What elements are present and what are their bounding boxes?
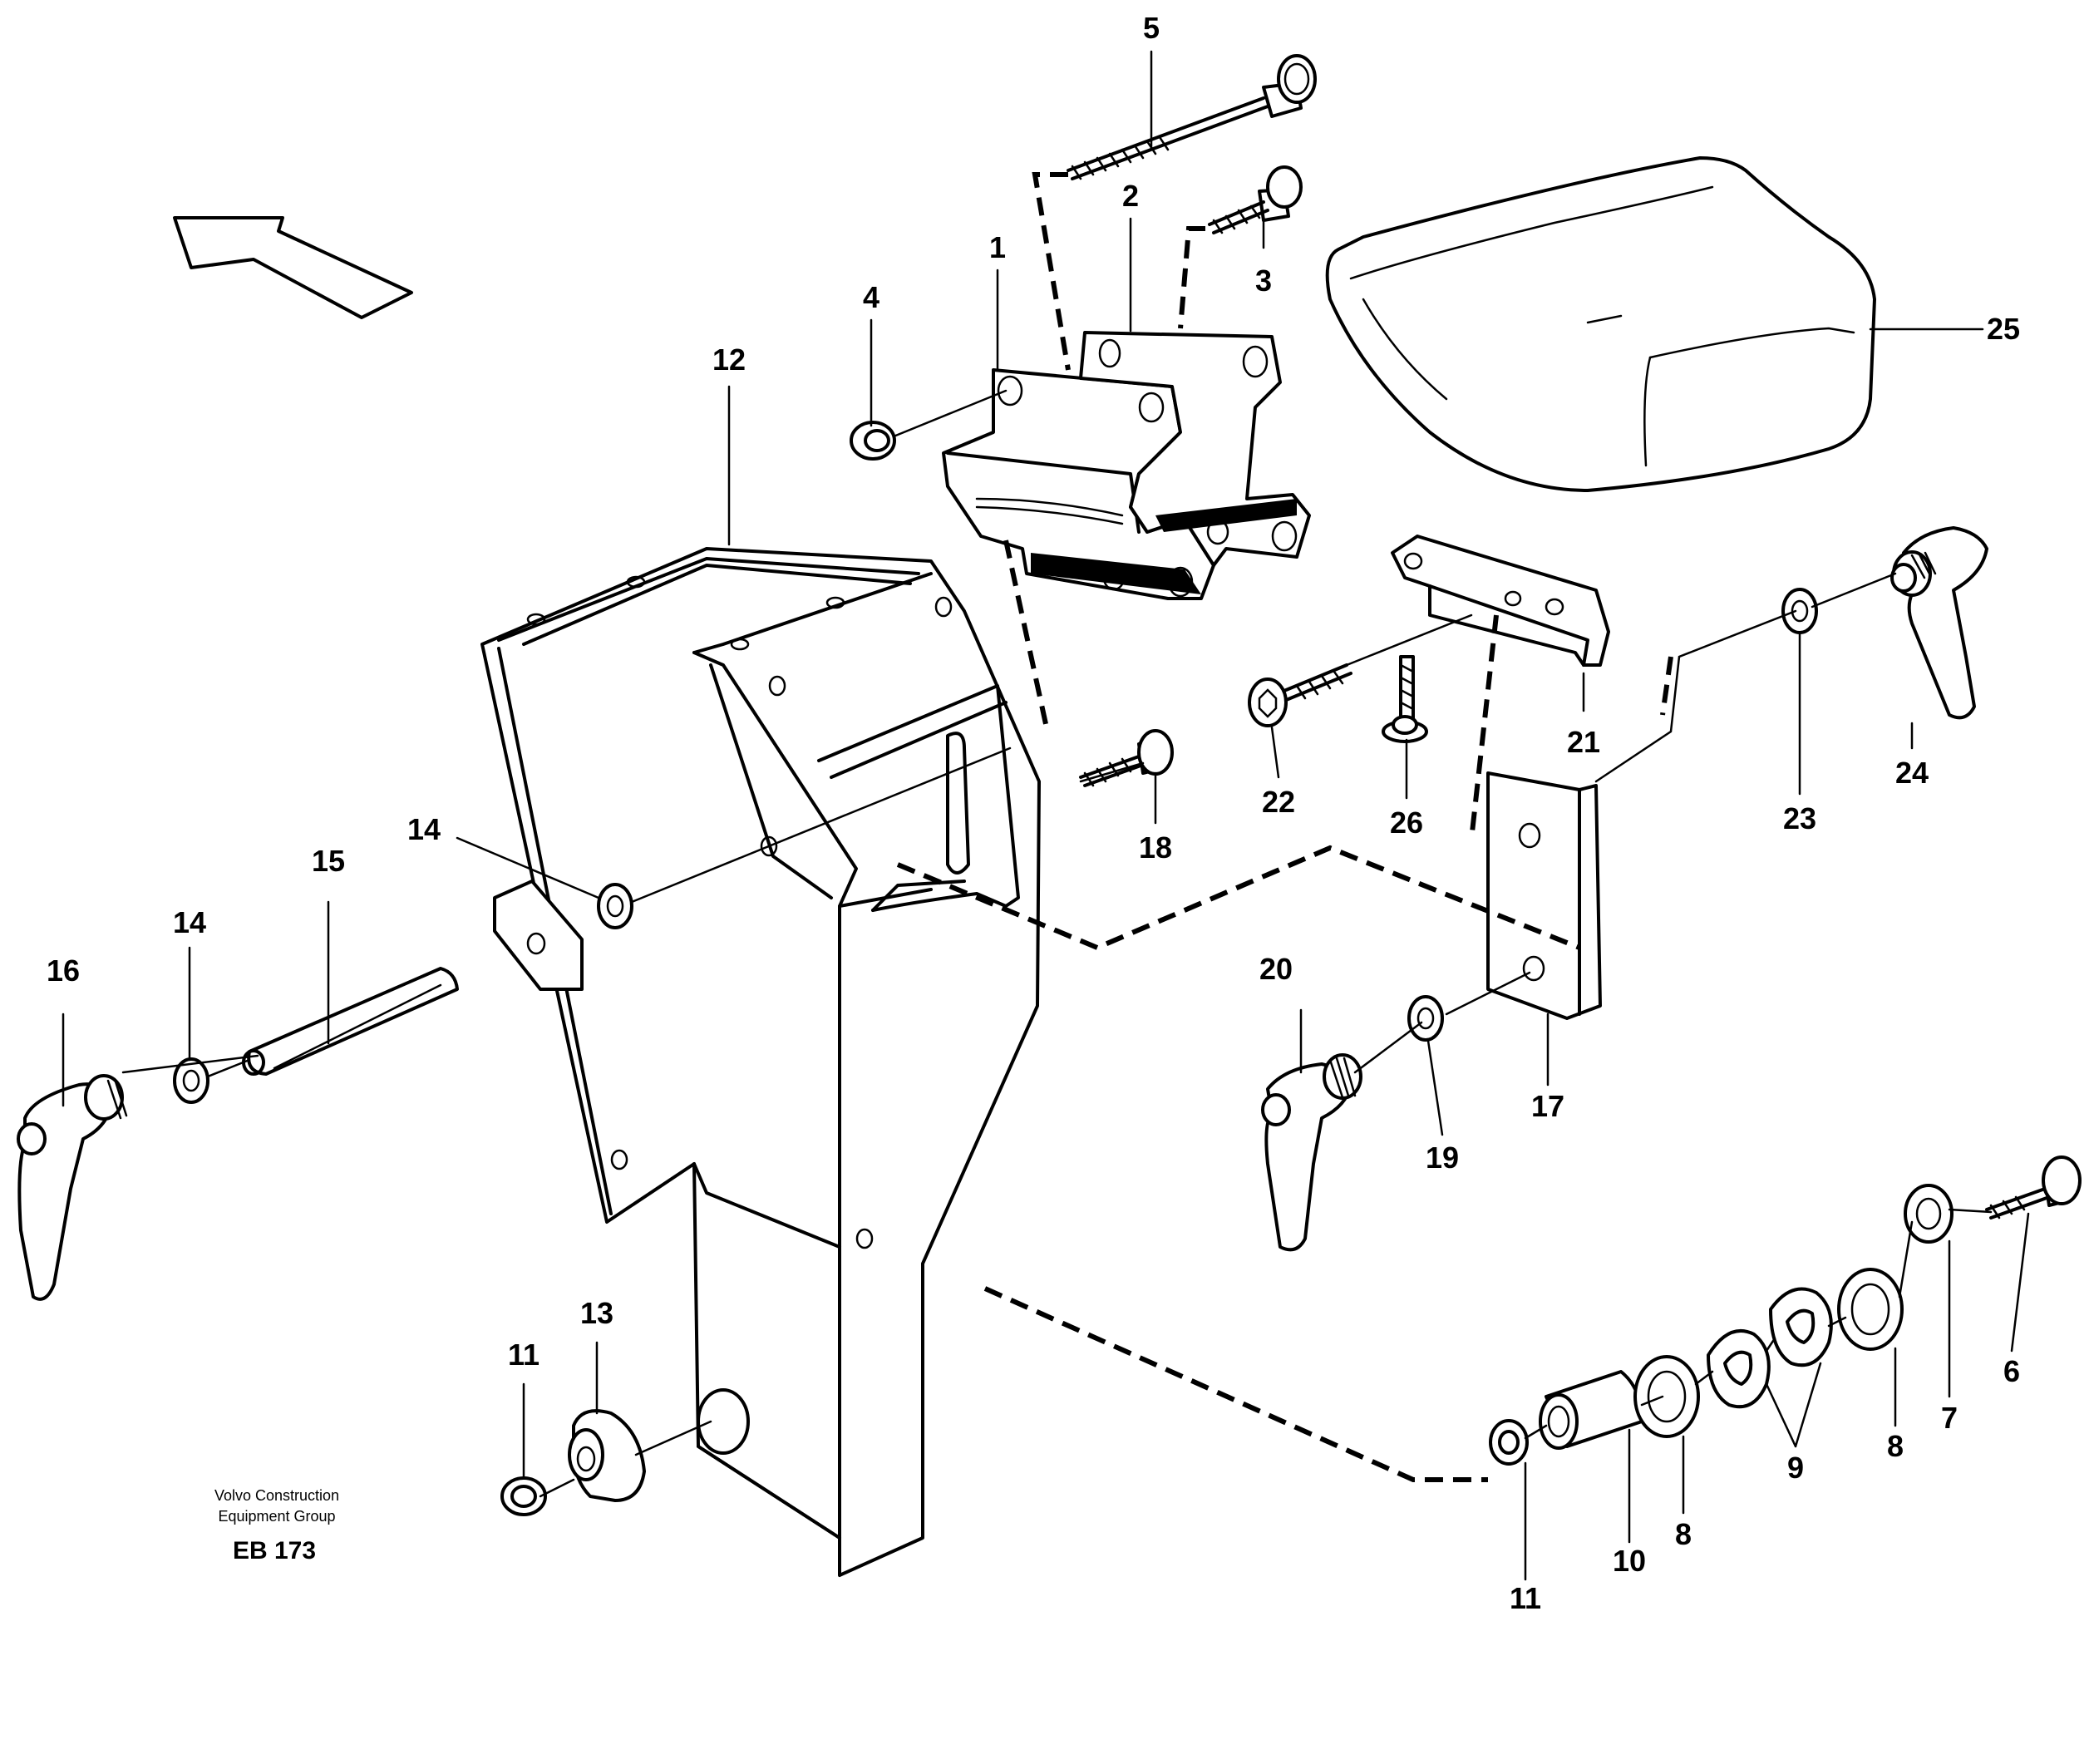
- label-13: 13: [580, 1296, 613, 1330]
- plate-bracket-part-2: [1079, 331, 1311, 567]
- label-11-left: 11: [508, 1338, 539, 1372]
- flange-nut-part-11-left: [500, 1476, 547, 1516]
- lever-handle-part-16: [17, 1074, 128, 1301]
- label-4: 4: [863, 280, 879, 314]
- washer-part-14-upper: [597, 883, 633, 929]
- label-8-right: 8: [1887, 1429, 1904, 1463]
- console-bracket-part-12: [480, 547, 1041, 1577]
- label-15: 15: [312, 844, 345, 878]
- label-7: 7: [1941, 1401, 1958, 1435]
- long-bolt-part-5: [1067, 54, 1317, 180]
- label-26: 26: [1390, 806, 1423, 840]
- lever-handle-part-24: [1890, 526, 1988, 720]
- label-3: 3: [1255, 264, 1272, 298]
- label-18: 18: [1139, 830, 1172, 865]
- label-25: 25: [1987, 312, 2020, 346]
- washer-part-23: [1781, 588, 1818, 634]
- spacer-sleeve-part-10: [1539, 1370, 1643, 1450]
- label-11-right: 11: [1510, 1581, 1541, 1615]
- label-8-left: 8: [1675, 1517, 1692, 1551]
- direction-arrow: [173, 216, 413, 319]
- publisher-credit: Volvo Construction Equipment Group EB 17…: [214, 1487, 339, 1564]
- washer-part-14-left: [173, 1057, 209, 1104]
- part-number-labels: 5 2 1 3 4 25 12 21 22 26 18 23 24 14 15 …: [47, 11, 2020, 1615]
- washer-part-7: [1904, 1184, 1954, 1244]
- label-14-left: 14: [173, 905, 206, 939]
- label-19: 19: [1426, 1141, 1459, 1175]
- document-id: EB 173: [233, 1537, 316, 1564]
- label-2: 2: [1122, 179, 1139, 213]
- plate-bracket-part-1: [942, 368, 1215, 600]
- bushing-part-13: [568, 1409, 646, 1502]
- label-5: 5: [1143, 11, 1160, 45]
- label-22: 22: [1262, 785, 1295, 819]
- rod-part-15: [242, 967, 459, 1076]
- assembly-lines-dashed: [896, 172, 1673, 1482]
- square-plate: [493, 880, 584, 991]
- flange-screw-part-26: [1382, 655, 1428, 743]
- label-9: 9: [1787, 1451, 1804, 1485]
- washer-part-8-left: [1633, 1355, 1700, 1438]
- label-17: 17: [1531, 1089, 1564, 1123]
- label-1: 1: [989, 230, 1006, 264]
- label-12: 12: [712, 342, 746, 377]
- flange-nut-part-11-right: [1489, 1419, 1529, 1466]
- assembly-lines-solid: [121, 389, 1993, 1498]
- label-6: 6: [2003, 1354, 2020, 1388]
- washer-part-19: [1407, 995, 1444, 1042]
- label-20: 20: [1259, 952, 1293, 986]
- bolt-part-6: [1985, 1155, 2082, 1220]
- label-10: 10: [1613, 1544, 1646, 1578]
- credit-line-1: Volvo Construction: [214, 1487, 339, 1504]
- short-bolt-part-3: [1208, 165, 1303, 234]
- bracket-part-17: [1486, 771, 1602, 1020]
- label-14-upper: 14: [407, 812, 441, 846]
- label-24: 24: [1895, 756, 1929, 790]
- small-bracket-part-21: [1391, 535, 1610, 667]
- washer-part-8-right: [1837, 1268, 1904, 1351]
- credit-line-2: Equipment Group: [218, 1508, 335, 1525]
- leader-lines: [62, 50, 2030, 1581]
- label-21: 21: [1567, 725, 1600, 759]
- label-23: 23: [1783, 801, 1816, 835]
- lever-handle-part-20: [1261, 1053, 1362, 1252]
- label-16: 16: [47, 953, 80, 988]
- screw-part-22: [1248, 663, 1352, 727]
- seat-cushion-part-25: [1325, 156, 1876, 492]
- flange-nut-part-4: [850, 421, 896, 461]
